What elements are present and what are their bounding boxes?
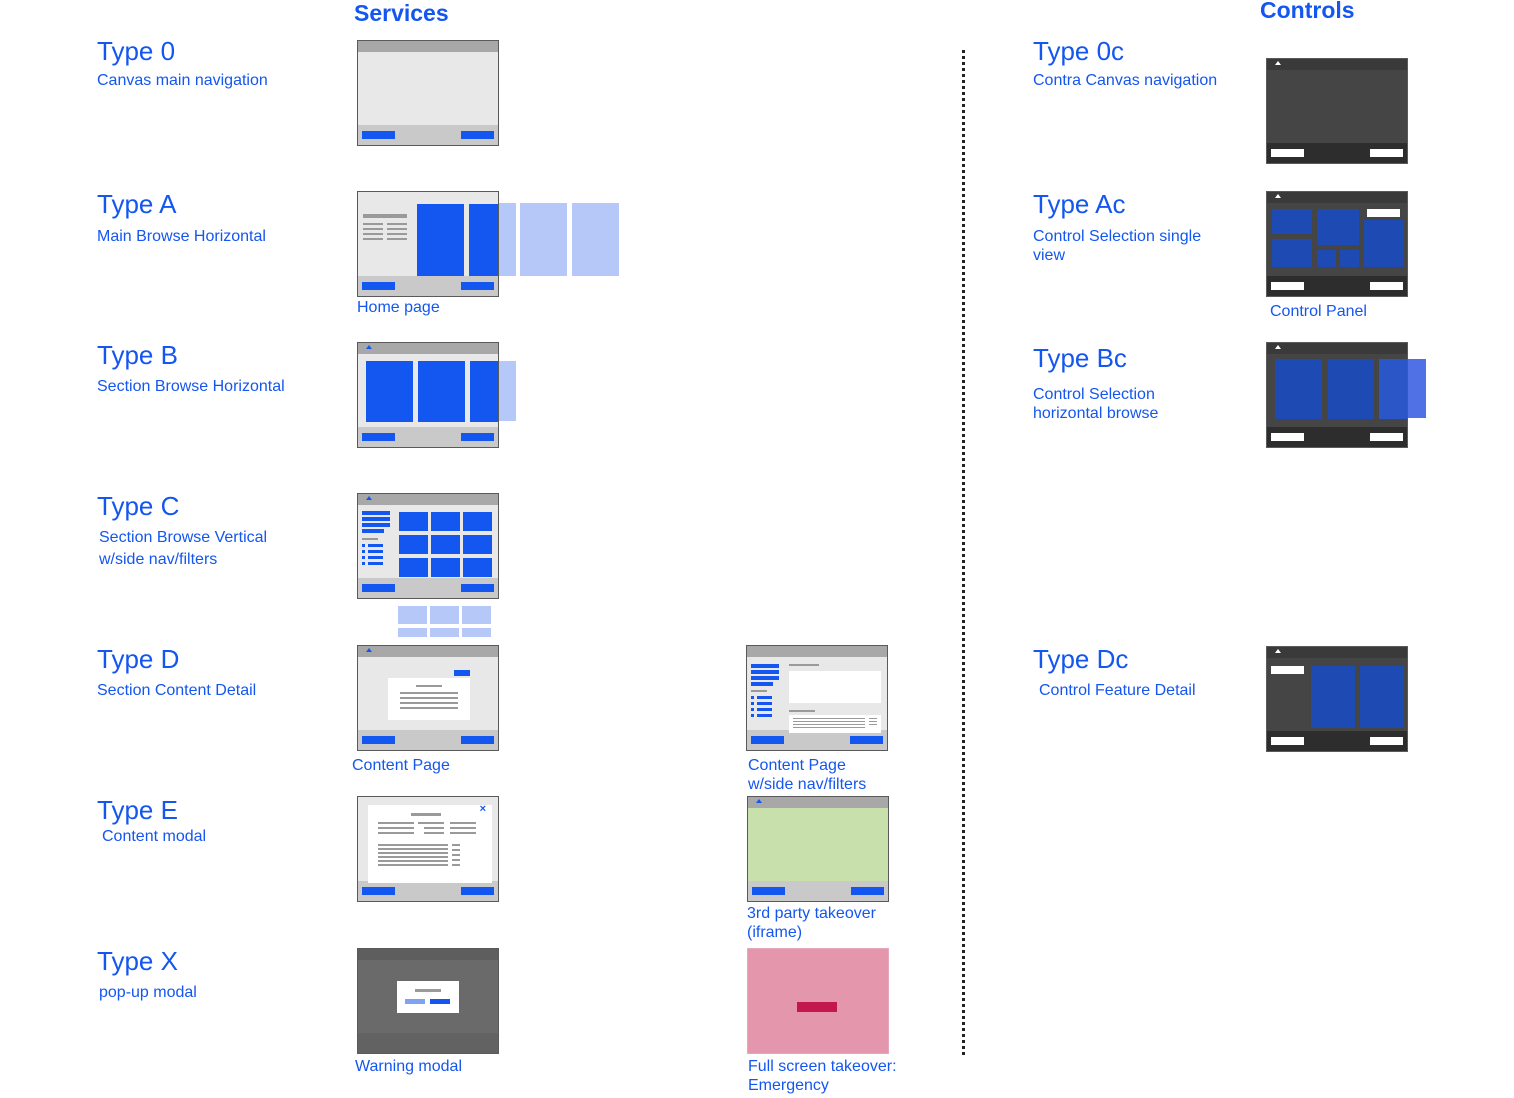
type-a-desc: Main Browse Horizontal (97, 228, 266, 245)
type-0c-thumbnail (1266, 58, 1408, 164)
type-a-thumbnail (357, 191, 499, 297)
type-b-title: Type B (97, 340, 178, 370)
type-dc-desc: Control Feature Detail (1039, 682, 1196, 699)
iframe-takeover-thumbnail (747, 796, 889, 902)
content-card (418, 361, 465, 422)
dialog-secondary-button[interactable] (405, 999, 425, 1004)
type-dc-thumbnail (1266, 646, 1408, 752)
content-modal-thumbnail: × (357, 796, 499, 902)
type-ac-desc-line1: Control Selection single (1033, 228, 1202, 245)
type-d-desc: Section Content Detail (97, 682, 257, 699)
content-card (470, 361, 498, 422)
type-a-title: Type A (97, 189, 177, 219)
emergency-takeover-caption-line2: Emergency (748, 1077, 829, 1094)
emergency-takeover-caption-line1: Full screen takeover: (748, 1058, 897, 1075)
overflow-card (495, 361, 516, 421)
emergency-banner (797, 1002, 837, 1012)
home-page-caption: Home page (357, 299, 440, 316)
type-dc-title: Type Dc (1033, 644, 1129, 674)
type-bc-title: Type Bc (1033, 343, 1127, 373)
nav-button-right (461, 131, 494, 139)
overflow-card (572, 203, 619, 276)
content-page-thumbnail (357, 645, 499, 751)
type-ac-desc-line2: view (1033, 247, 1066, 264)
overflow-card (1404, 359, 1426, 418)
type-b-thumbnail (357, 342, 499, 448)
type-x-title: Type X (97, 946, 178, 976)
content-page-sidenav-caption-line2: w/side nav/filters (748, 776, 867, 793)
warning-dialog (397, 981, 459, 1013)
content-page-sidenav-caption-line1: Content Page (748, 757, 846, 774)
dialog-primary-button[interactable] (430, 999, 450, 1004)
type-0-thumbnail (357, 40, 499, 146)
type-e-desc: Content modal (102, 828, 207, 845)
control-panel-caption: Control Panel (1270, 303, 1367, 320)
content-card (417, 204, 464, 276)
iframe-takeover-caption-line2: (iframe) (747, 924, 803, 941)
type-c-desc-line2: w/side nav/filters (99, 551, 218, 568)
close-icon[interactable]: × (479, 803, 486, 815)
content-page-sidenav-thumbnail (746, 645, 888, 751)
content-card (469, 204, 498, 276)
type-b-desc: Section Browse Horizontal (97, 378, 285, 395)
nav-button-left (362, 131, 395, 139)
content-card (366, 361, 413, 422)
type-0-title: Type 0 (97, 36, 176, 66)
content-page-caption: Content Page (352, 757, 450, 774)
type-c-thumbnail (357, 493, 499, 599)
type-bc-thumbnail (1266, 342, 1408, 448)
type-0c-title: Type 0c (1033, 36, 1125, 66)
type-bc-desc-line1: Control Selection (1033, 386, 1155, 403)
type-d-title: Type D (97, 644, 180, 674)
type-0-desc: Canvas main navigation (97, 72, 268, 89)
type-0c-desc: Contra Canvas navigation (1033, 72, 1218, 89)
overflow-card (520, 203, 567, 276)
column-divider (962, 50, 965, 1055)
type-c-title: Type C (97, 491, 180, 521)
services-header: Services (354, 0, 449, 26)
warning-modal-caption: Warning modal (355, 1058, 463, 1075)
type-ac-thumbnail (1266, 191, 1408, 297)
controls-header: Controls (1260, 0, 1355, 23)
type-e-title: Type E (97, 795, 178, 825)
iframe-takeover-caption-line1: 3rd party takeover (747, 905, 876, 922)
type-ac-title: Type Ac (1033, 189, 1126, 219)
overflow-card (495, 203, 516, 276)
warning-modal-thumbnail (357, 948, 499, 1054)
emergency-takeover-thumbnail (747, 948, 889, 1054)
type-c-desc-line1: Section Browse Vertical (99, 529, 268, 546)
type-bc-desc-line2: horizontal browse (1033, 405, 1159, 422)
type-x-desc: pop-up modal (99, 984, 197, 1001)
